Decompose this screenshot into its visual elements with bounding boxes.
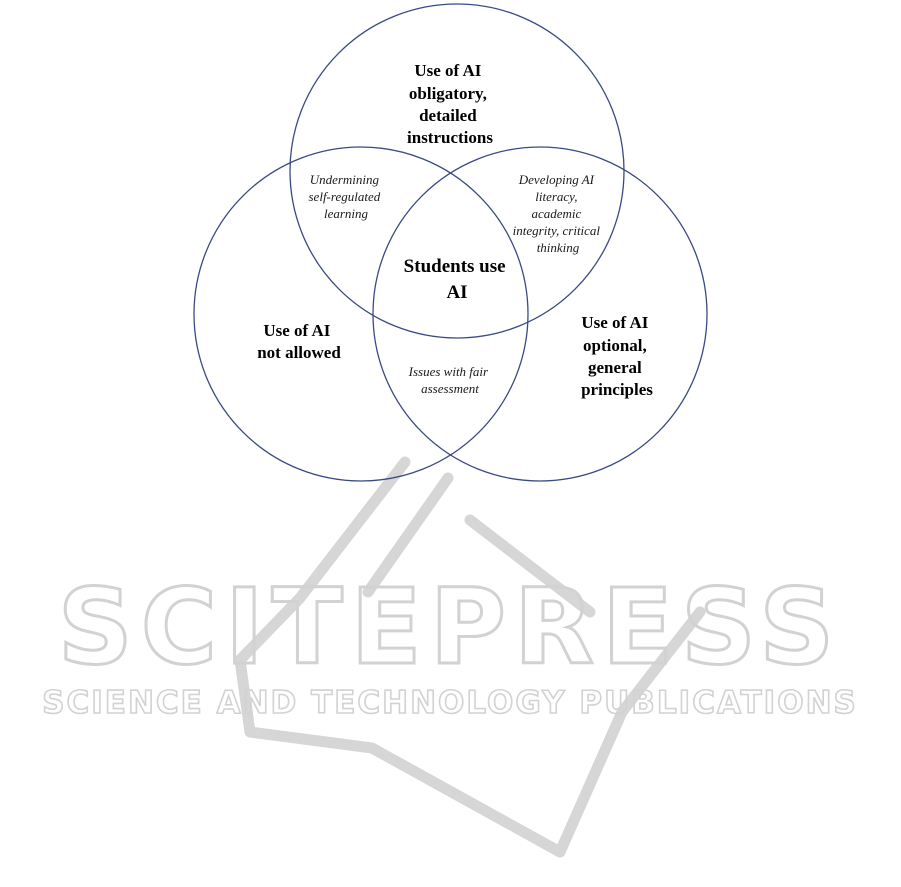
left-circle-label: Use of AI not allowed xyxy=(257,321,341,362)
top-circle-label: Use of AI obligatory, detailed instructi… xyxy=(407,61,493,147)
watermark-title: SCITEPRESS xyxy=(58,566,842,688)
overlap-bottom-label: Issues with fair assessment xyxy=(408,364,492,396)
overlap-top-right-label: Developing AI literacy, academic integri… xyxy=(513,172,604,255)
overlap-top-left-label: Undermining self-regulated learning xyxy=(309,172,384,221)
center-label: Students use AI xyxy=(404,256,511,303)
right-circle-label: Use of AI optional, general principles xyxy=(581,313,653,399)
watermark-subtitle: SCIENCE AND TECHNOLOGY PUBLICATIONS xyxy=(42,685,858,721)
